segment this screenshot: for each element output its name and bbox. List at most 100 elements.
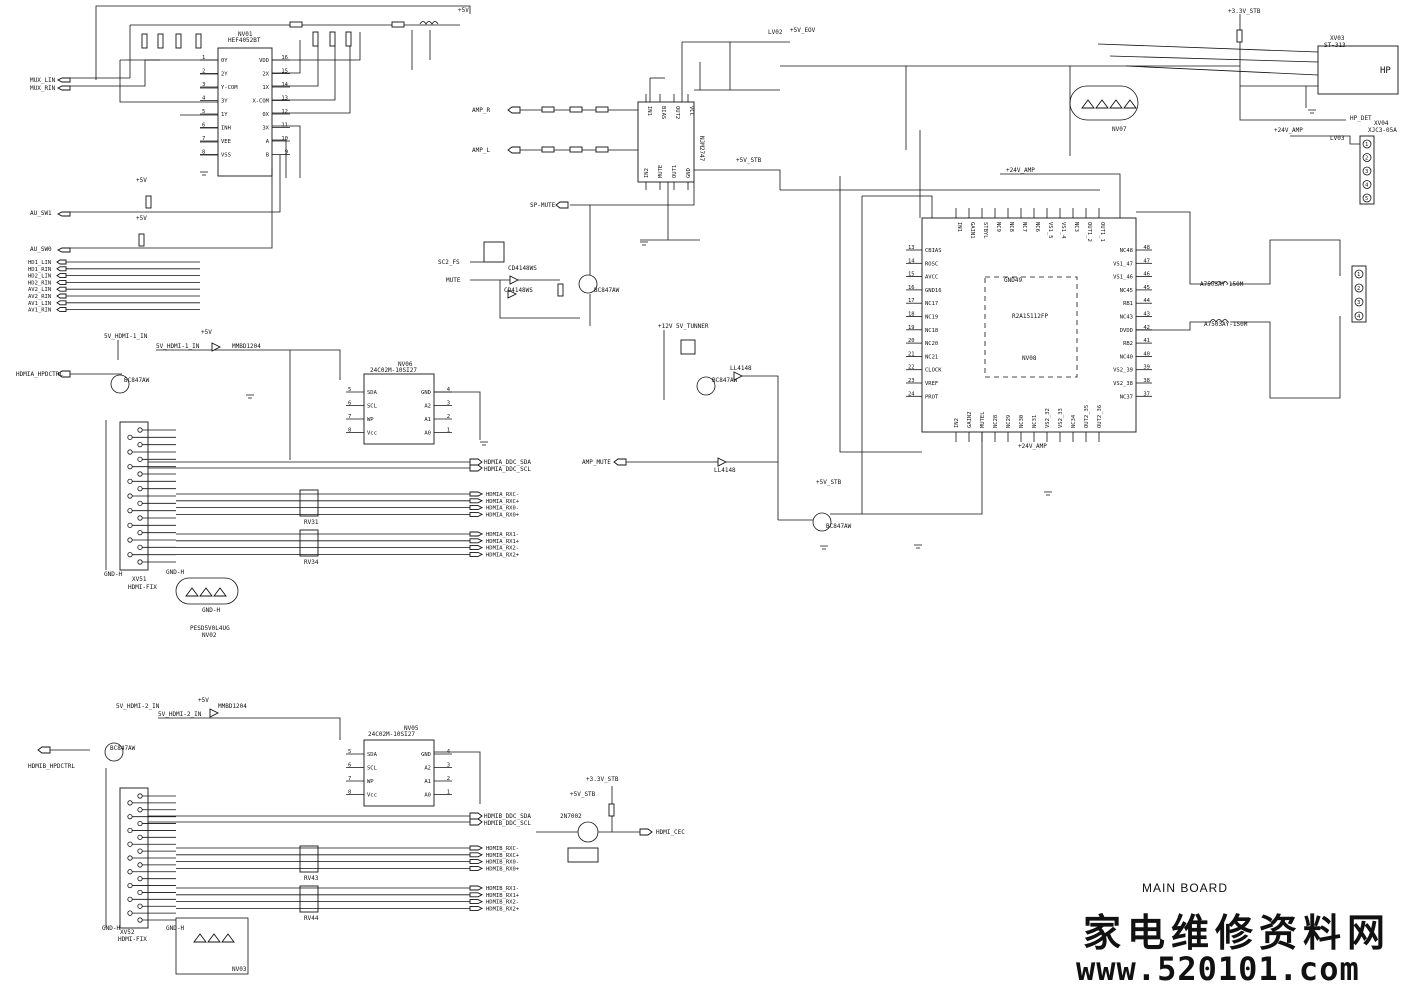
signal-amp-mute: AMP_MUTE — [582, 459, 611, 466]
pin-name: BIAS — [660, 106, 666, 119]
pin-name: A2 — [424, 404, 431, 410]
hdmib-ddc-scl: HDMIB_DDC_SCL — [484, 820, 531, 827]
pin-number: 46 — [1143, 272, 1150, 278]
pin-number: 2 — [202, 69, 205, 75]
rail-5v-label: +5V — [458, 7, 469, 14]
pin-number: 6 — [348, 401, 351, 407]
pin-number: 1 — [202, 55, 205, 61]
pin-number: 7 — [348, 776, 351, 782]
pin-name: OUT1_2 — [1086, 222, 1092, 242]
hdmi-b-section: 5V_HDMI-2_IN 5V_HDMI-2_IN +5V MMBD1204 N… — [28, 697, 685, 975]
amp-ic-ref: NV08 — [1022, 355, 1037, 362]
hdmi-b-eeprom — [363, 739, 435, 807]
hdmia-ddc-scl: HDMIA_DDC_SCL — [484, 466, 531, 473]
signal-sc2-fs: SC2_FS — [438, 259, 460, 266]
signal-au-sw0: AU_SW0 — [30, 246, 52, 253]
pin-number: 3 — [202, 82, 205, 88]
pin-name: ROSC — [925, 261, 938, 267]
rail-5v-au-label: +5V — [136, 177, 147, 184]
pin-name: INH — [221, 126, 231, 132]
tmds-label: HDMIB_RXC+ — [486, 853, 520, 859]
signal-flag — [469, 852, 484, 858]
pin-number: 3 — [447, 401, 450, 407]
connector-pin — [1362, 139, 1372, 149]
pin-number: 7 — [202, 136, 205, 142]
hdmi-b-transistor: BC847AW — [110, 745, 136, 752]
connector-pin-number: 3 — [1365, 169, 1368, 175]
hdmi-b-array-1 — [299, 845, 319, 873]
mux-ic-part: HEF4052BT — [228, 37, 261, 44]
hdmi-a-array-1-ref: RV31 — [304, 519, 319, 526]
signal-flag — [469, 491, 484, 497]
pin-name: AVCC — [925, 275, 938, 281]
connector-pin — [1354, 311, 1364, 321]
inductor-r: A7503AY-150M — [1200, 281, 1244, 288]
rail-24v-amp-top: +24V_AMP — [1006, 167, 1035, 174]
pin-name: NC40 — [1120, 354, 1133, 360]
tmds-label: HDMIB_RX1- — [486, 886, 519, 892]
pin-number: 23 — [908, 378, 915, 384]
hdmi-a-esd — [175, 577, 239, 605]
pin-number: 1 — [447, 428, 450, 434]
pin-number: 2 — [447, 776, 450, 782]
rail-5v-stb-cec: +5V_STB — [570, 791, 596, 798]
connector-pin — [1362, 180, 1372, 189]
pin-number: 43 — [1143, 312, 1150, 318]
tmds-label: HDMIB_RX2- — [486, 900, 519, 906]
pin-name: NC20 — [925, 341, 938, 347]
pin-name: A0 — [424, 793, 431, 799]
pin-number: 42 — [1143, 325, 1150, 331]
amp-ic — [921, 217, 1137, 433]
hdmi-b-gnd: GND-H — [102, 925, 120, 932]
pin-name: GND — [686, 168, 692, 178]
pin-number: 8 — [348, 428, 351, 434]
pin-name: NC37 — [1120, 394, 1133, 400]
audio-input-label: AV1_RIN — [28, 308, 51, 314]
pin-name: NC7 — [1021, 222, 1027, 232]
signal-hdmib-hpdctrl: HDMIB_HPDCTRL — [28, 763, 75, 770]
pin-number: 22 — [908, 365, 915, 371]
pin-name: 0Y — [221, 58, 228, 64]
pin-number: 1 — [447, 790, 450, 796]
hdmi-a-diode: MMBD1204 — [232, 343, 261, 350]
cec-fet: 2N7002 — [560, 813, 582, 820]
inductor-l: A7503AY-150M — [1204, 321, 1248, 328]
connector-pin-number: 4 — [1365, 183, 1369, 189]
signal-au-sw1: AU_SW1 — [30, 210, 52, 217]
preamp-ic — [637, 101, 695, 183]
pin-number: 44 — [1143, 298, 1150, 304]
pin-number: 6 — [202, 123, 205, 129]
pin-name: A1 — [424, 417, 431, 423]
hdmi-b-eeprom-ref: NV05 — [404, 725, 419, 732]
tmds-label: HDMIA_RX2- — [486, 546, 519, 552]
preamp-ic-part: NJM2747 — [698, 136, 705, 162]
pin-name: VS2_32 — [1045, 408, 1051, 428]
pin-number: 8 — [202, 150, 205, 156]
mux-resistor-bank — [129, 21, 460, 178]
audio-input-label: AV1_LIN — [28, 301, 51, 307]
pin-name: GND16 — [925, 288, 942, 294]
amp-ic-part: R2A15112FP — [1012, 313, 1049, 320]
connector-pin-number: 5 — [1365, 196, 1368, 202]
diode-mute-1: CD4148WS — [508, 265, 537, 272]
pin-name: A1 — [424, 779, 431, 785]
pin-number: 13 — [281, 96, 288, 102]
hdmi-b-connector-ref: XV52 — [120, 929, 135, 936]
pin-name: 1X — [262, 85, 269, 91]
hdmi-a-tmds-lines: HDMIA_RXC-HDMIA_RXC+HDMIA_RX0-HDMIA_RX0+… — [176, 491, 520, 558]
hdmi-a-power-in: 5V_HDMI-1_IN — [104, 333, 148, 340]
pin-name: VS2_38 — [1113, 381, 1133, 387]
pin-number: 15 — [908, 272, 915, 278]
ground-symbols — [200, 109, 1316, 550]
output-connector-part: XJC3-05A — [1368, 127, 1397, 134]
hdmi-a-power-in-2: 5V_HDMI-1_IN — [156, 343, 200, 350]
rail-5v-stb-pre: +5V_STB — [736, 157, 762, 164]
pin-name: WP — [367, 779, 374, 785]
hdmi-a-esd-part: PESD5V0L4UG — [190, 625, 230, 632]
pin-name: IN2 — [644, 168, 650, 178]
pin-name: RB1 — [1123, 301, 1133, 307]
